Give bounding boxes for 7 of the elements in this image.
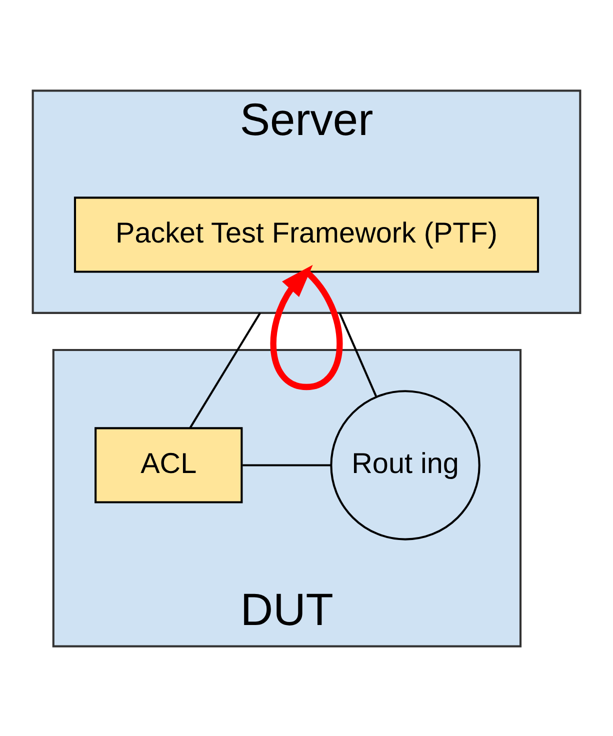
node-circle: Rout ing [330, 390, 480, 540]
connector [189, 312, 262, 428]
connector [242, 464, 331, 466]
node-box: ACL [94, 426, 243, 503]
connector [338, 312, 377, 396]
node-box: Packet Test Framework (PTF) [74, 196, 540, 272]
arrow [270, 264, 343, 390]
